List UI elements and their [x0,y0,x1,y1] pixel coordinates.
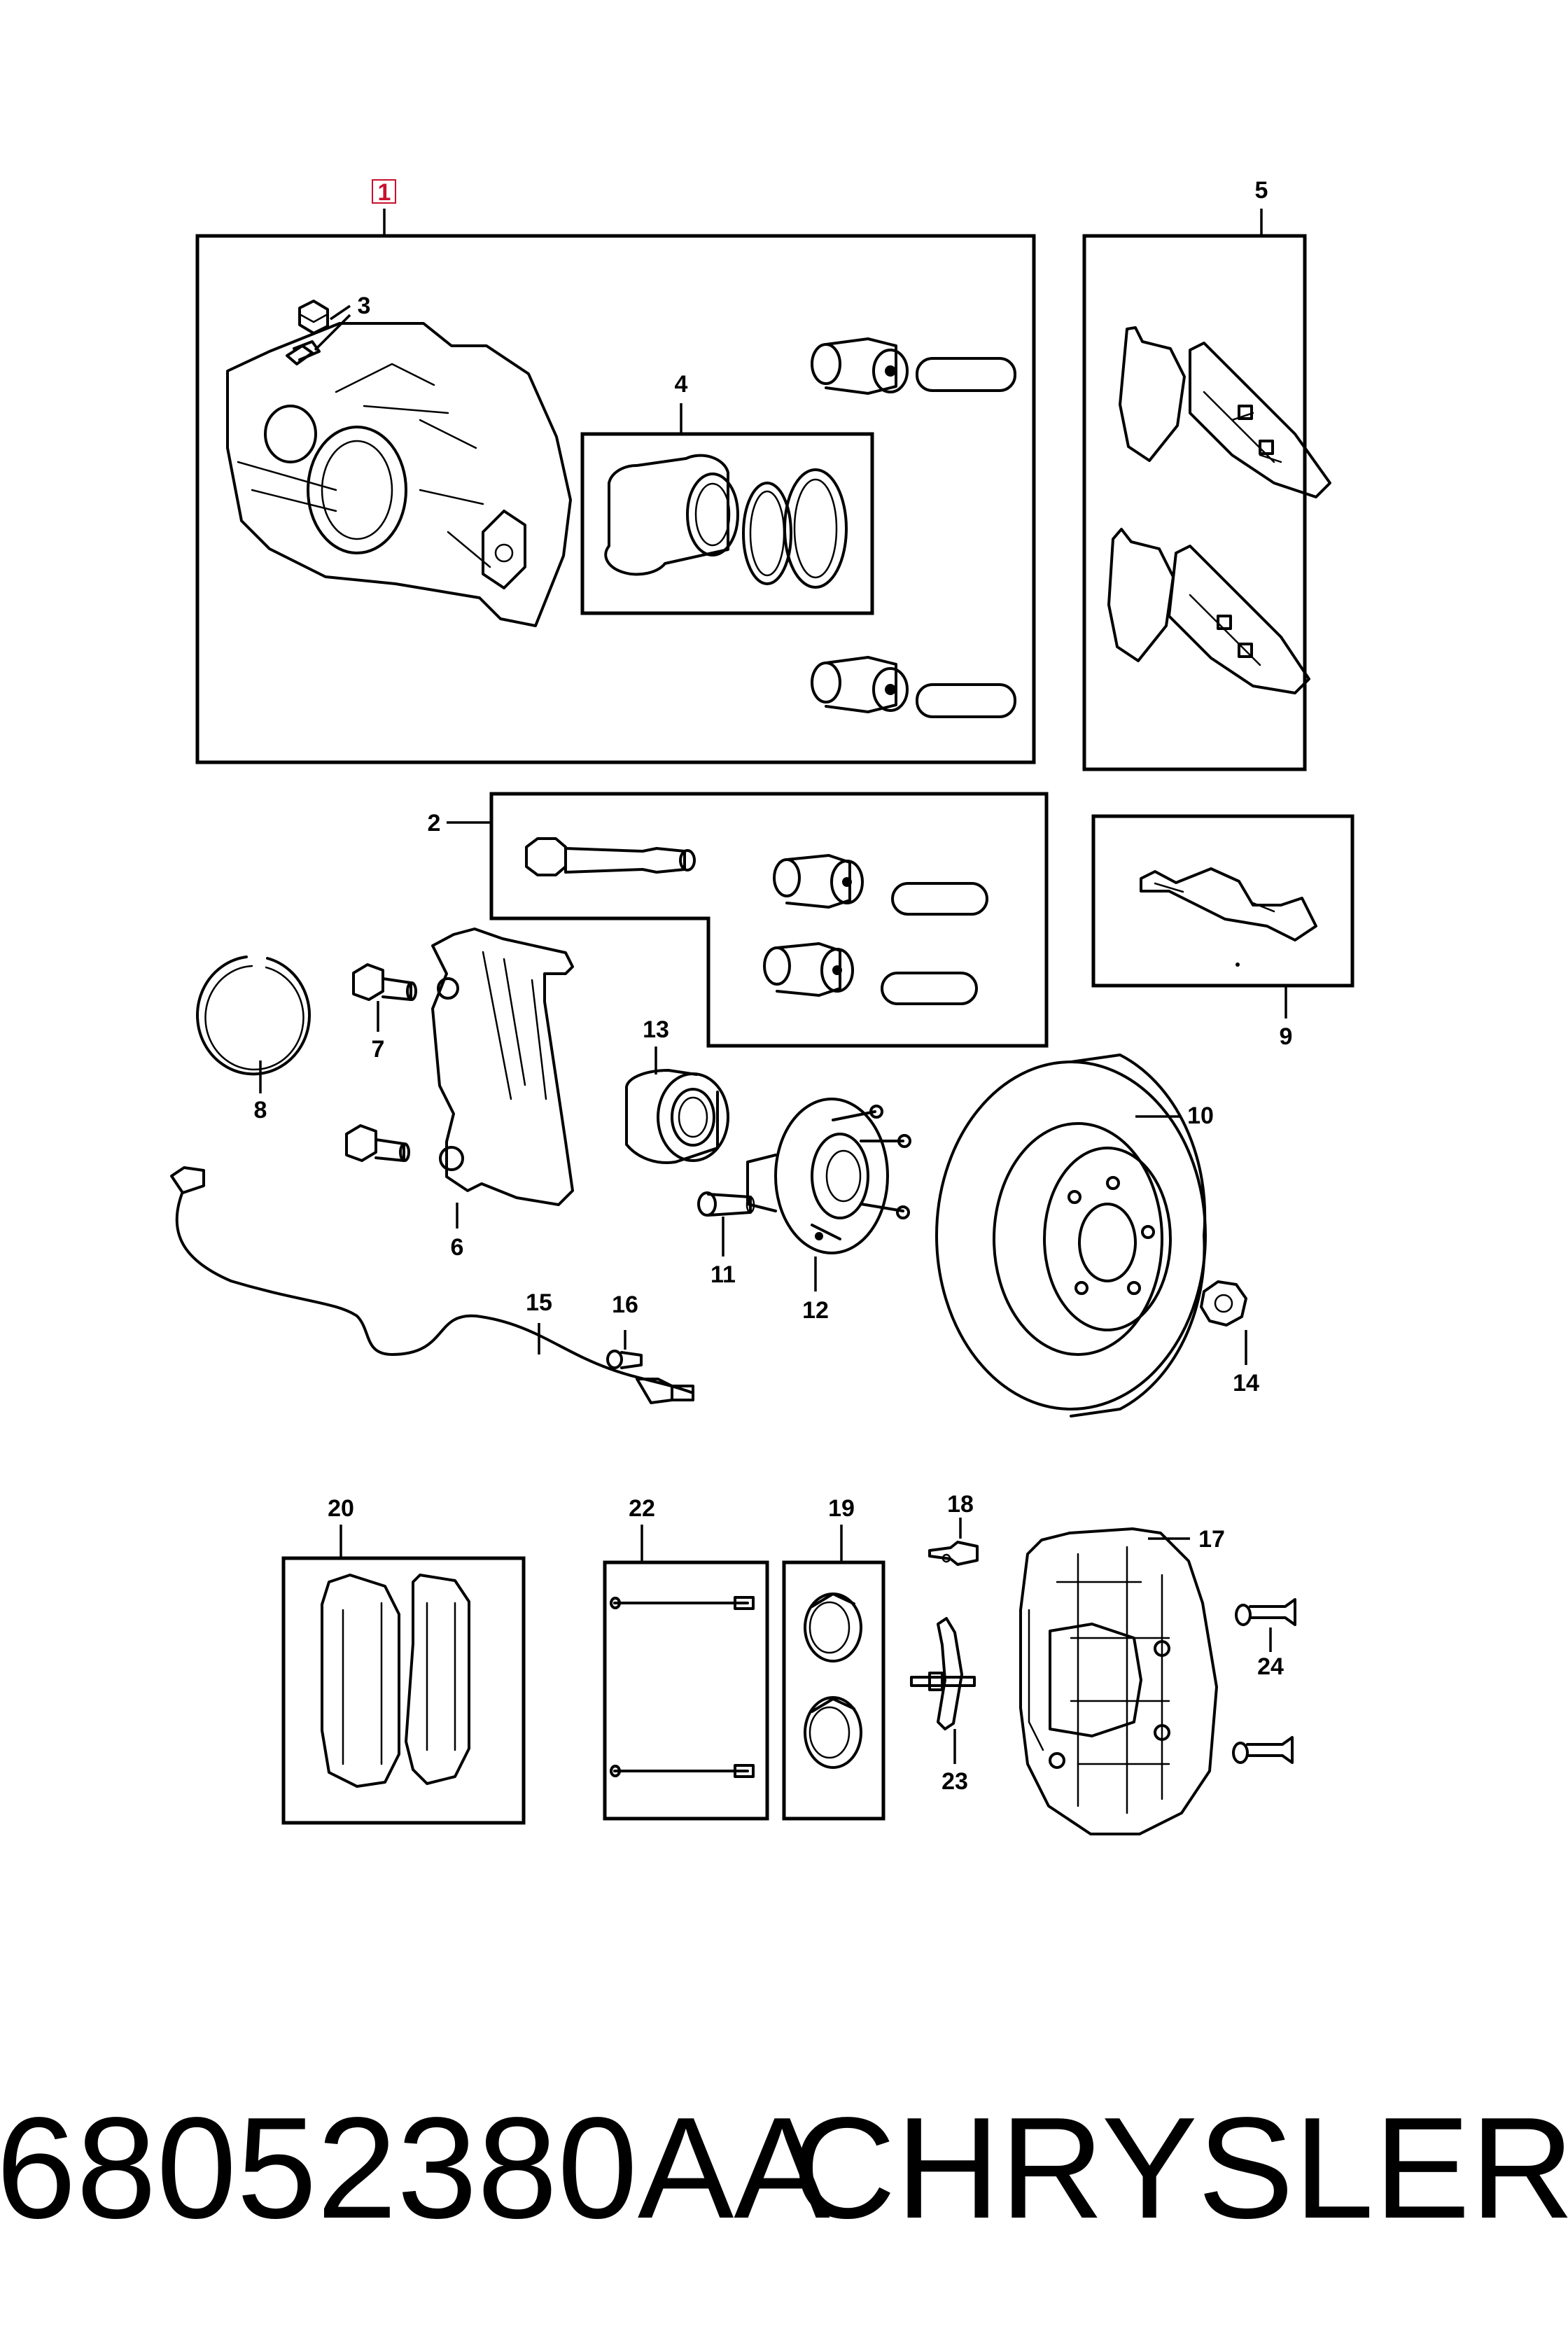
group-seal-kit: 19 [782,1495,886,1821]
callout-23[interactable]: 23 [941,1768,968,1795]
mounting-bolt-lower-part [1232,1736,1294,1764]
guide-pin-kit-box [489,792,1049,1048]
hub-nut-part [1200,1280,1247,1326]
callout-20[interactable]: 20 [328,1495,354,1522]
guide-bushing-bottom-part [811,656,1016,718]
callout-6[interactable]: 6 [451,1234,464,1261]
callout-4[interactable]: 4 [675,371,688,398]
brand-label: CHRYSLER [792,2087,1568,2248]
leader-3b [314,314,351,351]
retainer-pin-upper-part [610,1596,755,1610]
sensor-bolt-part [606,1350,643,1369]
callout-13[interactable]: 13 [643,1016,669,1043]
callout-9[interactable]: 9 [1280,1023,1293,1050]
bleeder-screw-part [286,300,329,365]
mounting-bolt-upper-part [1235,1598,1296,1626]
pad-pair-part [321,1574,470,1788]
group-brake-pads: 5 [1082,177,1331,771]
callout-3[interactable]: 3 [358,293,371,319]
group-spring-clip: 9 [1091,814,1354,1050]
piston-kit-box [580,432,874,615]
pin-kit-box [603,1560,769,1821]
callout-8[interactable]: 8 [254,1097,267,1124]
seal-lower-part [804,1696,862,1769]
bleeder-valve-part [928,1541,979,1566]
callout-22[interactable]: 22 [629,1495,655,1522]
seal-upper-part [804,1592,862,1662]
pad-set-upper-part [1119,326,1331,498]
bushing-upper-part [773,854,988,916]
bushing-lower-part [763,942,978,1005]
callout-18[interactable]: 18 [947,1491,974,1518]
group-guide-pin-kit: 2 [428,792,1049,1048]
caliper-body-part [226,322,572,627]
anti-rattle-clip-part [910,1617,976,1730]
speed-sensor-harness-part [170,1166,694,1404]
callout-15[interactable]: 15 [526,1289,552,1316]
callout-1-highlight[interactable] [372,179,396,204]
callout-14[interactable]: 14 [1233,1370,1259,1396]
callout-1[interactable]: 1 [378,179,391,206]
callout-10[interactable]: 10 [1187,1102,1214,1129]
seal-kit-box [782,1560,886,1821]
leader-3 [330,304,351,321]
group-pad-kit: 20 [281,1495,526,1825]
piston-part [604,454,848,589]
callout-7[interactable]: 7 [372,1036,385,1063]
retainer-pin-lower-part [610,1764,755,1778]
caliper-assembly-box [195,234,1036,764]
callout-2[interactable]: 2 [428,810,441,836]
caliper-bolt-lower-part [345,1124,410,1162]
caliper-bolt-upper-part [352,963,417,1001]
callout-12[interactable]: 12 [802,1297,829,1324]
brake-rotor-part [935,1054,1207,1418]
group-pin-kit: 22 [603,1495,769,1821]
callout-24[interactable]: 24 [1257,1653,1284,1680]
pad-kit-box [281,1556,526,1825]
pad-set-lower-part [1107,528,1310,694]
spring-clip-box [1091,814,1354,988]
fixed-caliper-part [1019,1527,1218,1835]
spring-clip-part [1140,867,1317,967]
guide-pin-bolt-part [525,837,696,876]
callout-19[interactable]: 19 [828,1495,855,1522]
callout-11[interactable]: 11 [710,1261,736,1288]
callout-5[interactable]: 5 [1255,177,1268,204]
group-caliper-assembly: 1 3 4 [195,179,1036,764]
snap-ring-part [196,955,311,1076]
wheel-hub-part [746,1098,911,1254]
part-number-label: 68052380AA [0,2087,830,2248]
guide-bushing-top-part [811,337,1016,395]
callout-16[interactable]: 16 [612,1292,638,1318]
wheel-bearing-part [624,1069,729,1164]
callout-17[interactable]: 17 [1198,1526,1225,1553]
caliper-adapter-part [431,927,574,1206]
wheel-stud-part [697,1191,755,1217]
brake-pads-box [1082,234,1307,771]
